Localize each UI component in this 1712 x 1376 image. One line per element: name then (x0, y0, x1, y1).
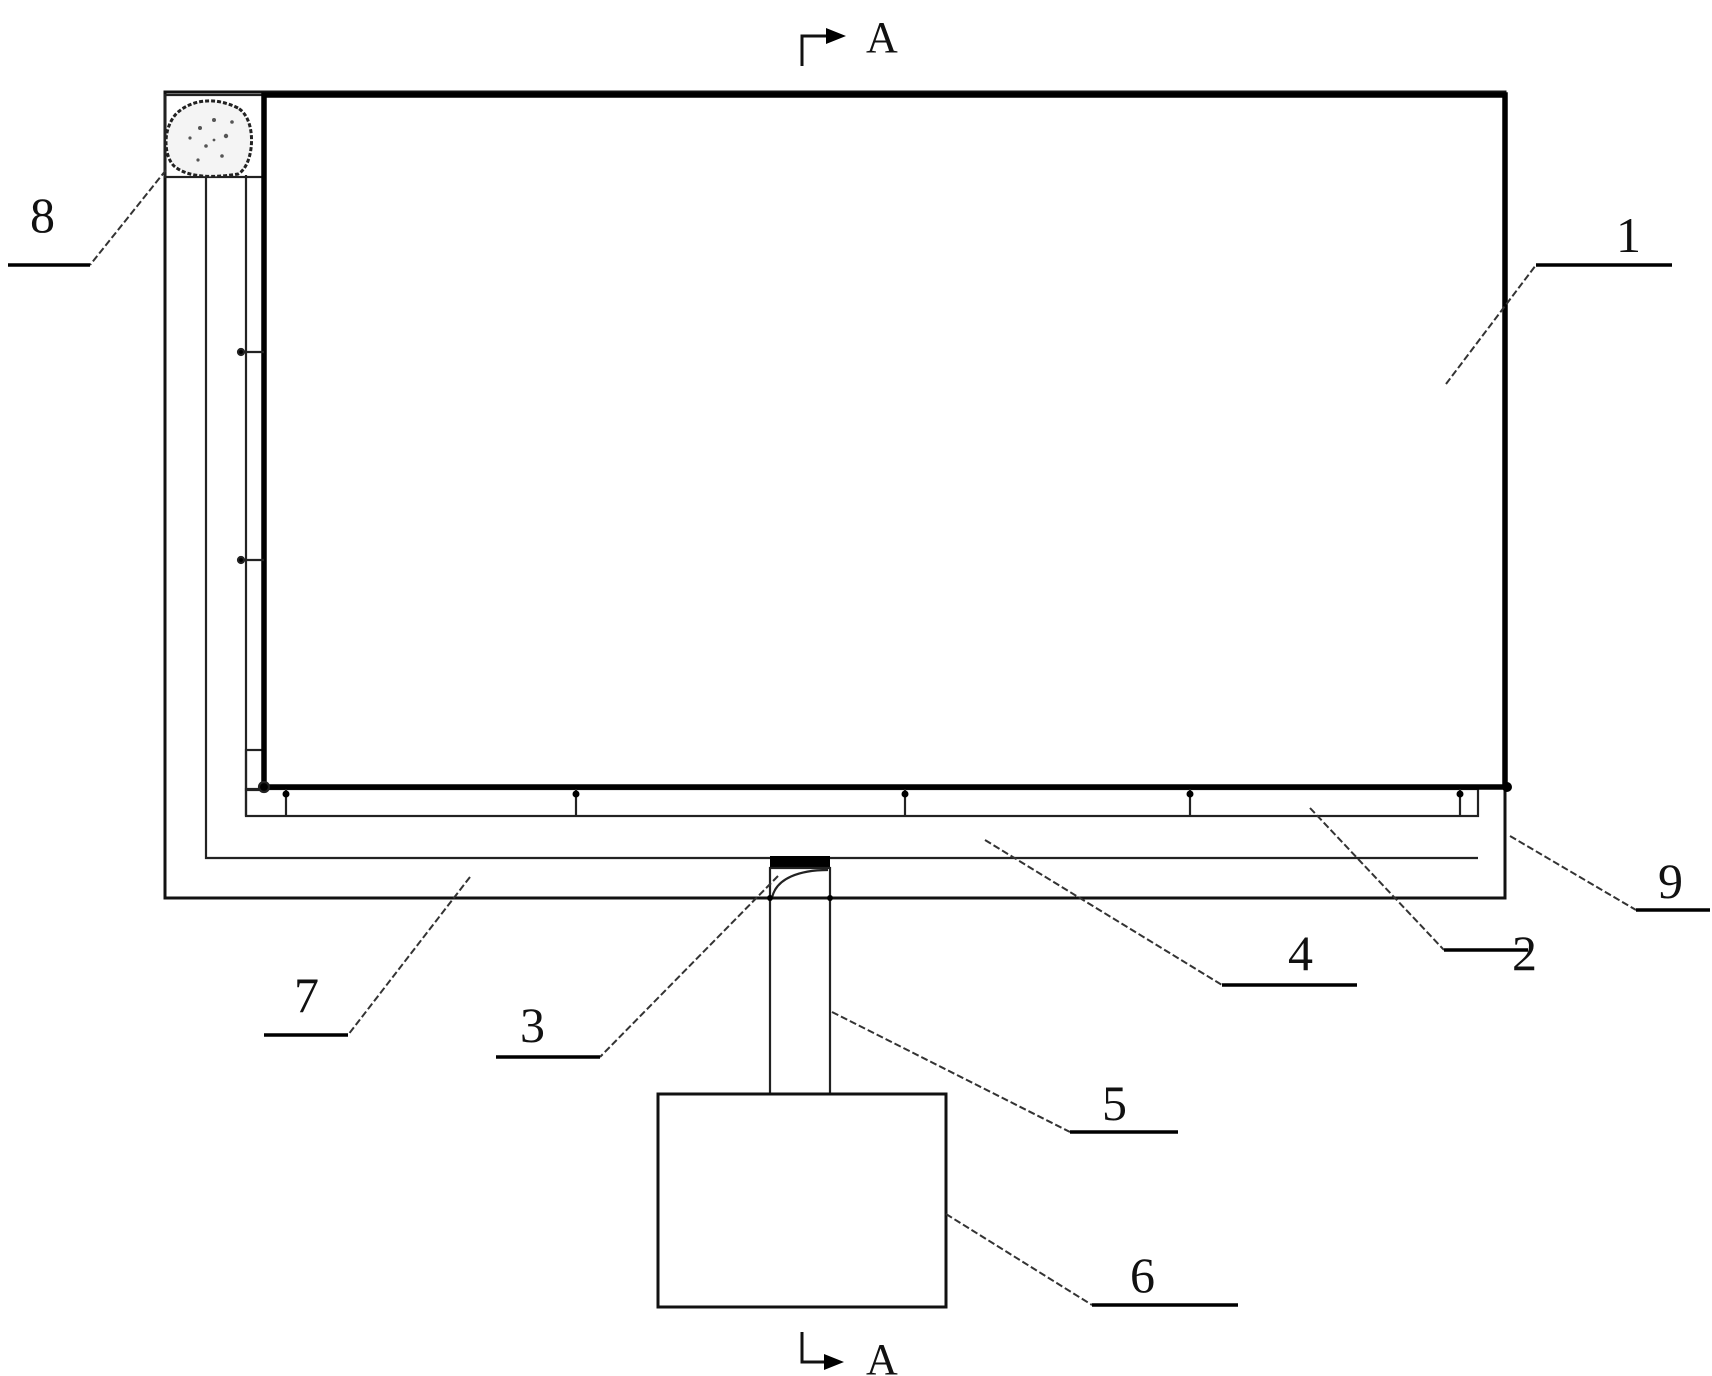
outer-frame (163, 90, 1507, 900)
corner-speckle (188, 118, 234, 162)
callout-5: 5 (831, 1011, 1178, 1134)
main-panel (261, 92, 1508, 790)
callout-9: 9 (1509, 835, 1710, 912)
label-7: 7 (294, 967, 319, 1023)
callout-8: 8 (8, 169, 167, 267)
callout-7: 7 (264, 876, 471, 1037)
section-marker-top: A (800, 13, 898, 66)
label-3: 3 (520, 997, 545, 1053)
connector-curve (770, 868, 829, 899)
section-marker-bottom: A (800, 1332, 898, 1376)
channel-outer-line (204, 175, 1478, 860)
callout-4: 4 (984, 839, 1357, 987)
label-1: 1 (1616, 207, 1641, 263)
label-9: 9 (1658, 853, 1683, 909)
callout-6: 6 (945, 1213, 1238, 1307)
left-segment-ticks (236, 347, 271, 794)
section-label-bottom: A (866, 1335, 898, 1376)
label-6: 6 (1130, 1247, 1155, 1303)
label-8: 8 (30, 187, 55, 243)
bottom-channel (244, 787, 1480, 818)
callout-3: 3 (496, 875, 779, 1059)
callout-2: 2 (1309, 807, 1537, 981)
corner-blob (164, 99, 253, 178)
vertical-pipe (768, 866, 832, 1096)
callout-1: 1 (1445, 207, 1672, 385)
label-4: 4 (1288, 925, 1313, 981)
section-label-top: A (866, 13, 898, 62)
connector-block (770, 856, 830, 868)
base-box (656, 1092, 948, 1309)
label-2: 2 (1512, 925, 1537, 981)
bottom-segment-ticks (282, 782, 1512, 816)
label-5: 5 (1102, 1075, 1127, 1131)
